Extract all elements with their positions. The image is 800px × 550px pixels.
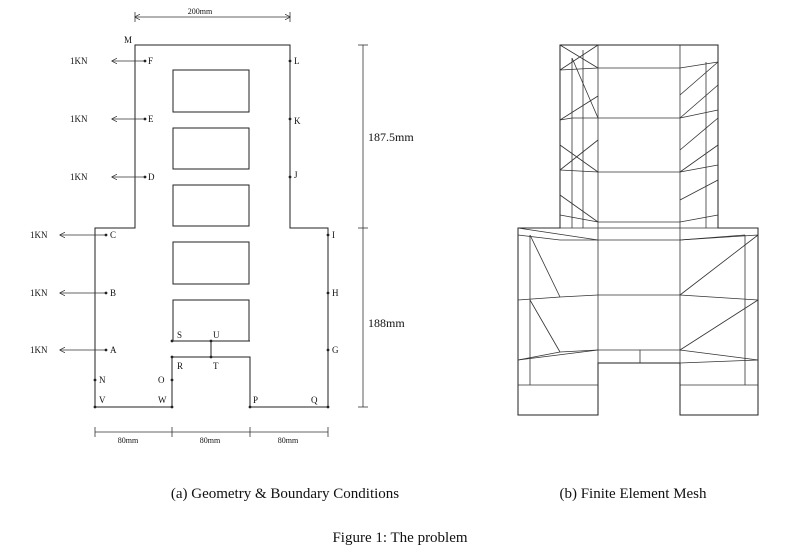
point-label-j: J (294, 170, 298, 180)
point-label-l: L (294, 56, 300, 66)
point-label-d: D (148, 172, 155, 182)
opening-2 (172, 127, 250, 170)
node-dots (93, 59, 330, 409)
load-label-e: 1KN (70, 114, 88, 124)
caption-b: (b) Finite Element Mesh (559, 486, 707, 502)
point-label-k: K (294, 116, 301, 126)
point-label-s: S (177, 330, 182, 340)
point-label-p: P (253, 395, 258, 405)
point-label-v: V (99, 395, 106, 405)
opening-4 (172, 241, 250, 285)
point-label-m: M (124, 35, 132, 45)
load-label-b: 1KN (30, 288, 48, 298)
opening-3 (172, 184, 250, 227)
point-label-r: R (177, 361, 183, 371)
mesh-outline (517, 44, 759, 416)
mesh-panel (517, 44, 759, 416)
load-label-d: 1KN (70, 172, 88, 182)
bottom-dim-3: 80mm (278, 436, 299, 445)
point-label-h: H (332, 288, 339, 298)
opening-5 (172, 299, 250, 342)
point-label-a: A (110, 345, 117, 355)
point-label-c: C (110, 230, 116, 240)
bottom-dim-1: 80mm (118, 436, 139, 445)
point-label-g: G (332, 345, 339, 355)
point-label-i: I (332, 230, 335, 240)
point-label-w: W (158, 395, 167, 405)
load-label-f: 1KN (70, 56, 88, 66)
load-arrows (60, 61, 145, 350)
lower-height-label: 188mm (368, 316, 405, 330)
structure-outline (94, 44, 329, 408)
geometry-panel: 200mm 187.5mm 188mm 80mm 80mm 80mm 1KN 1… (30, 7, 414, 445)
load-label-c: 1KN (30, 230, 48, 240)
upper-height-label: 187.5mm (368, 130, 414, 144)
point-label-b: B (110, 288, 116, 298)
load-label-a: 1KN (30, 345, 48, 355)
point-label-n: N (99, 375, 106, 385)
opening-1 (172, 69, 250, 113)
point-label-t: T (213, 361, 219, 371)
point-label-q: Q (311, 395, 318, 405)
point-label-u: U (213, 330, 220, 340)
bottom-dim-2: 80mm (200, 436, 221, 445)
point-label-o: O (158, 375, 165, 385)
figure-caption: Figure 1: The problem (332, 530, 467, 546)
point-label-e: E (148, 114, 154, 124)
point-label-f: F (148, 56, 153, 66)
caption-a: (a) Geometry & Boundary Conditions (171, 486, 399, 502)
top-dimension-label: 200mm (188, 7, 213, 16)
